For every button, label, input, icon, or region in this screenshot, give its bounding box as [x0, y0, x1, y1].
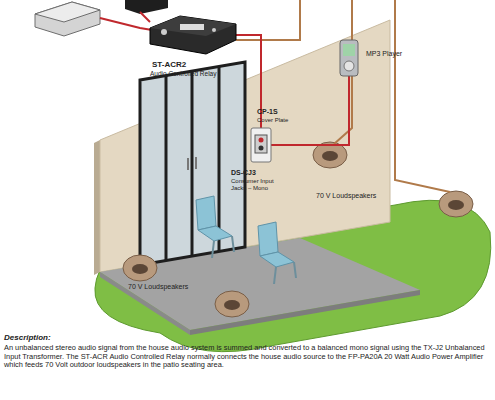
door-handle — [195, 157, 197, 169]
audio-wire — [100, 18, 152, 30]
audio-wire — [271, 76, 349, 145]
part-description: Cover Plate — [257, 117, 307, 124]
door-frame — [191, 71, 194, 256]
part-description: Consumer Input Jacks – Mono — [231, 178, 287, 192]
house-audio-system — [35, 2, 100, 36]
wall-face — [100, 20, 390, 272]
part-description: Audio Controlled Relay — [150, 70, 250, 77]
chair — [258, 222, 296, 284]
patio-edge — [190, 290, 420, 335]
transformer — [125, 0, 168, 14]
house-audio-top — [35, 2, 100, 22]
door-frame — [218, 66, 221, 252]
chair — [196, 196, 234, 258]
rock-loudspeaker — [123, 255, 157, 281]
speaker-wire — [395, 0, 450, 192]
wall-side — [94, 140, 100, 275]
mp3-player-shape — [340, 40, 358, 76]
cover-plate: CP-1SCover PlateDS-CJ3Consumer Input Jac… — [251, 128, 271, 162]
input-jacks-shape — [255, 135, 267, 153]
patio-edge — [100, 272, 190, 335]
description-text: An unbalanced stereo audio signal from t… — [4, 344, 491, 370]
audio-wire — [140, 12, 150, 22]
audio-relay: ST-ACR2Audio Controlled Relay — [150, 16, 236, 54]
door-handle — [187, 158, 189, 170]
door-frame — [165, 76, 168, 261]
part-name: ST-ACR2 — [152, 60, 242, 69]
audio-relay-shape — [150, 16, 236, 54]
rock-loudspeaker — [439, 191, 473, 217]
speaker-label: 70 V Loudspeakers — [316, 192, 406, 200]
section-heading: Description: — [4, 333, 124, 342]
part-name: DS-CJ3 — [231, 169, 291, 177]
rock-loudspeaker — [215, 291, 249, 317]
part-name: CP-1S — [257, 108, 307, 116]
glass-door — [140, 62, 245, 265]
mp3-player: MP3 Player — [340, 40, 358, 76]
input-jacks: DS-CJ3Consumer Input Jacks – Mono — [255, 135, 267, 153]
speaker-label: 70 V Loudspeakers — [128, 283, 218, 291]
part-name: MP3 Player — [366, 50, 426, 58]
